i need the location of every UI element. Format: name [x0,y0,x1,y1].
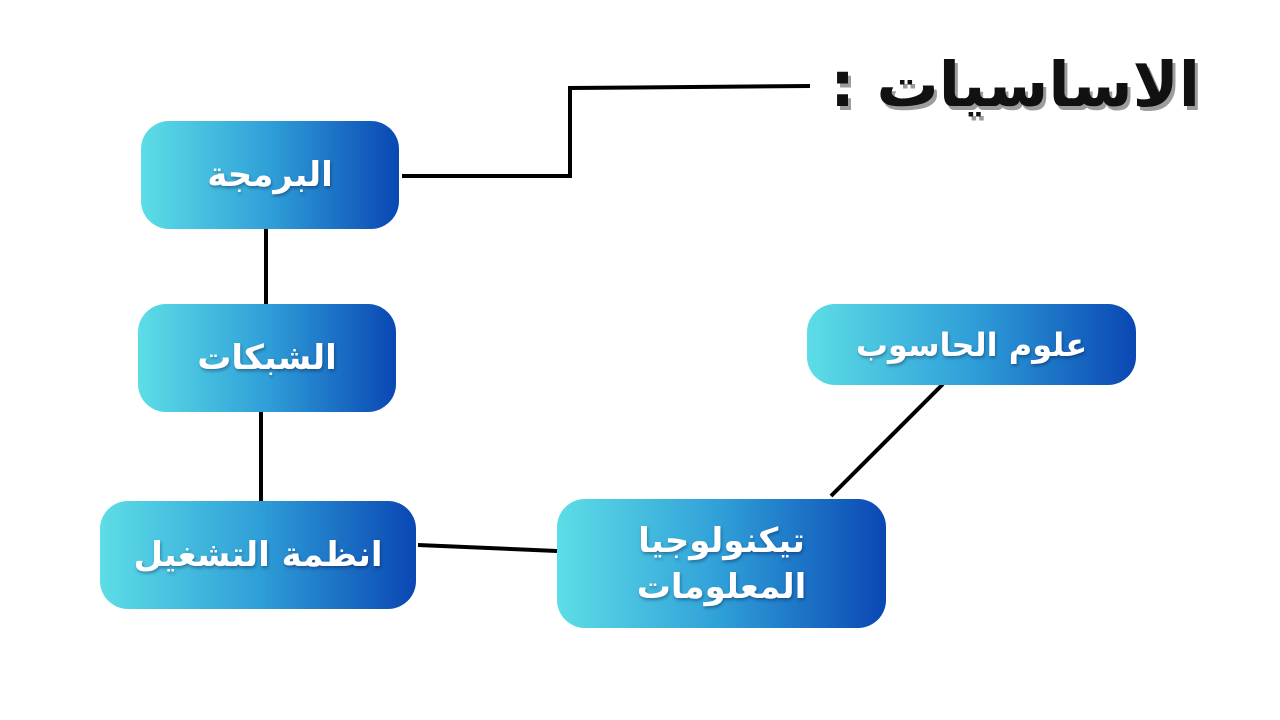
node-operating-systems: انظمة التشغيل [100,501,416,609]
node-computer-science: علوم الحاسوب [807,304,1136,385]
node-information-technology-label-line1: تيكنولوجيا [638,520,805,561]
node-networks: الشبكات [138,304,396,412]
node-programming: البرمجة [141,121,399,229]
diagram-title: الاساسيات : [830,48,1200,121]
node-information-technology: تيكنولوجيا المعلومات [557,499,886,628]
node-programming-label: البرمجة [207,155,333,195]
node-computer-science-label: علوم الحاسوب [855,325,1088,364]
connector-os-to-it [417,543,558,553]
connector-title-to-programming [402,84,811,178]
node-networks-label: الشبكات [197,338,337,378]
connector-it-to-cs [829,382,945,498]
node-operating-systems-label: انظمة التشغيل [133,535,383,575]
node-information-technology-label-line2: المعلومات [636,566,807,607]
